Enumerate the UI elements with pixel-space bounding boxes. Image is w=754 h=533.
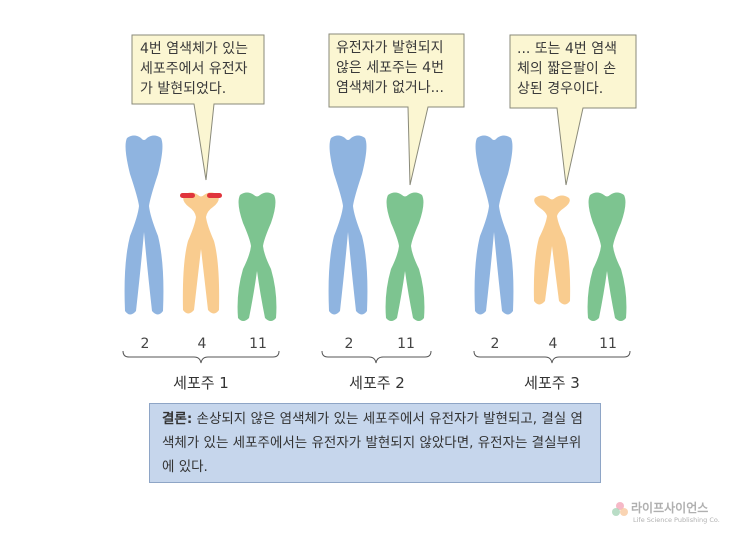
cell-line-3-chromosomes <box>475 136 627 322</box>
speech-bubble-3-text: ... 또는 4번 염색 체의 짧은팔이 손 상된 경우이다. <box>517 39 617 99</box>
chromosome-4-icon <box>183 193 219 314</box>
chromosome-number: 2 <box>334 336 364 352</box>
cell-line-2-label: 세포주 2 <box>327 372 427 393</box>
cell-line-1-chromosomes <box>125 136 277 322</box>
chromosome-number: 11 <box>593 336 623 352</box>
chromosome-number: 11 <box>391 336 421 352</box>
chromosome-11-icon <box>386 193 425 322</box>
chromosome-4-short-arm-deleted-icon <box>534 196 570 305</box>
chromosome-2-icon <box>475 136 514 315</box>
conclusion-text: 손상되지 않은 염색체가 있는 세포주에서 유전자가 발현되고, 결실 염색체가… <box>162 411 583 475</box>
cell-line-3-label: 세포주 3 <box>502 372 602 393</box>
deletion-marker-left <box>180 193 195 198</box>
speech-bubble-1-text: 4번 염색체가 있는 세포주에서 유전자 가 발현되었다. <box>140 39 248 99</box>
bracket-1 <box>123 351 279 363</box>
publisher-name: 라이프사이언스 <box>631 499 708 516</box>
chromosome-number: 11 <box>243 336 273 352</box>
chromosome-2-icon <box>125 136 164 315</box>
chromosome-11-icon <box>238 193 277 322</box>
conclusion-label: 결론: <box>162 411 192 427</box>
bracket-2 <box>322 351 431 363</box>
bracket-3 <box>474 351 630 363</box>
publisher-subtitle: Life Science Publishing Co. <box>633 516 720 524</box>
deletion-marker-right <box>207 193 222 198</box>
conclusion-box: 결론: 손상되지 않은 염색체가 있는 세포주에서 유전자가 발현되고, 결실 … <box>149 403 601 483</box>
chromosome-11-icon <box>588 193 627 322</box>
cell-line-1-label: 세포주 1 <box>151 372 251 393</box>
chromosome-number: 4 <box>187 336 217 352</box>
chromosome-number: 4 <box>538 336 568 352</box>
chromosome-number: 2 <box>480 336 510 352</box>
chromosome-2-icon <box>329 136 368 315</box>
speech-bubble-2-text: 유전자가 발현되지 않은 세포주는 4번 염색체가 없거나... <box>336 38 444 98</box>
chromosome-number: 2 <box>130 336 160 352</box>
publisher-flower-icon <box>611 501 629 519</box>
